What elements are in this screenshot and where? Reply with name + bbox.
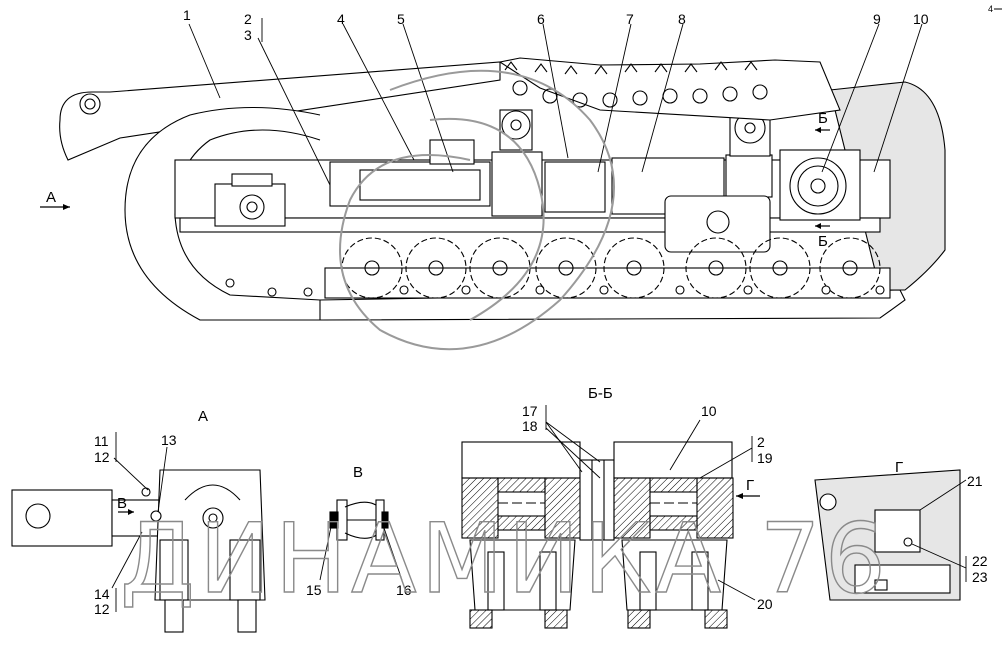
section-mark-bottom: Б: [818, 233, 828, 250]
section-marks-BB: Б Б: [815, 110, 830, 250]
callout-1: 1: [183, 7, 191, 23]
callout-18: 18: [522, 418, 538, 434]
watermark-text: ДИНАМИКА 76: [120, 503, 890, 615]
callout-13: 13: [161, 432, 177, 448]
corner-mark: 4: [988, 4, 993, 14]
main-callouts: 1 2 3 4 5 6 7 8 9 10: [183, 7, 929, 43]
callout-21: 21: [967, 473, 983, 489]
drive-hub: [779, 149, 861, 221]
callout-16: 16: [396, 582, 412, 598]
callout-3: 3: [244, 27, 252, 43]
lower-leaders: [111, 405, 967, 612]
callout-22: 22: [972, 553, 988, 569]
svg-text:В: В: [117, 495, 127, 512]
callout-15: 15: [306, 582, 322, 598]
svg-text:Г: Г: [746, 477, 754, 494]
callout-4: 4: [337, 11, 345, 27]
watermark: ДИНАМИКА 76: [119, 69, 890, 616]
view-G: [814, 469, 961, 601]
callout-2: 2: [244, 11, 252, 27]
detail-A: [11, 469, 266, 633]
callout-14: 14: [94, 586, 110, 602]
lower-callouts: 11 12 13 14 12 15 16 17 18 10 2 19 20 21…: [94, 403, 988, 617]
callout-2-section: 2: [757, 434, 765, 450]
callout-9: 9: [873, 11, 881, 27]
svg-text:А: А: [46, 189, 56, 206]
section-mark-top: Б: [818, 110, 828, 127]
view-G-ref: Г: [736, 477, 760, 499]
callout-10-section: 10: [701, 403, 717, 419]
detail-B-ref: В: [117, 495, 134, 515]
main-leaders: [188, 18, 923, 186]
frame-bolts: [225, 278, 885, 297]
section-BB-title: Б-Б: [588, 385, 613, 402]
callout-17: 17: [522, 403, 538, 419]
view-G-title: Г: [895, 459, 903, 476]
callout-10: 10: [913, 11, 929, 27]
callout-5: 5: [397, 11, 405, 27]
callout-11: 11: [94, 433, 109, 449]
view-arrow-A: А: [40, 189, 70, 210]
detail-A-title: А: [198, 408, 208, 425]
callout-12-bottom: 12: [94, 601, 110, 617]
callout-19: 19: [757, 450, 773, 466]
callout-8: 8: [678, 11, 686, 27]
callout-7: 7: [626, 11, 634, 27]
callout-12-top: 12: [94, 449, 110, 465]
section-BB: [461, 441, 734, 629]
carrier-roller-left: [499, 109, 533, 151]
callout-20: 20: [757, 596, 773, 612]
callout-23: 23: [972, 569, 988, 585]
detail-B: [329, 499, 389, 541]
callout-6: 6: [537, 11, 545, 27]
track-chain-top: [504, 61, 768, 108]
detail-B-title: В: [353, 464, 363, 481]
main-view: [59, 57, 946, 321]
